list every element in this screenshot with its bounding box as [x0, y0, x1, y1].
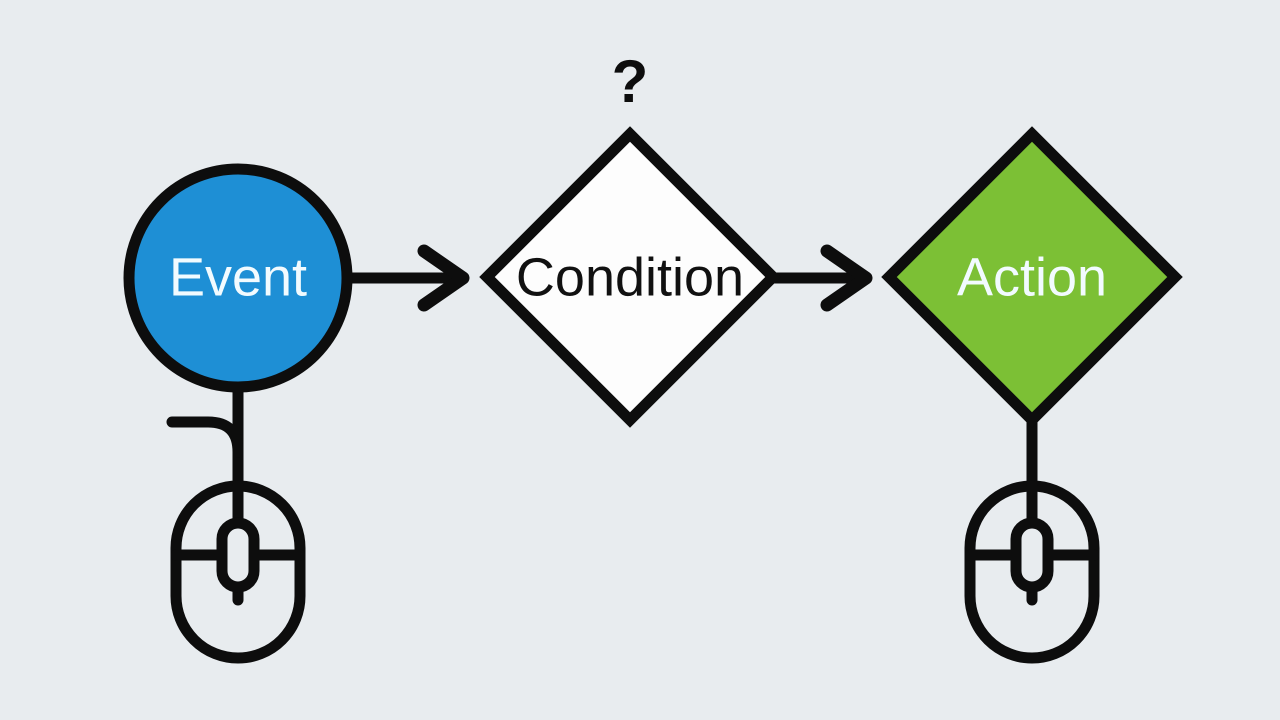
- arrow-head-chevron: [820, 244, 873, 312]
- node-condition[interactable]: Condition: [479, 126, 781, 428]
- condition-diamond-shape[interactable]: [479, 126, 781, 428]
- condition-label: Condition: [516, 247, 744, 307]
- arrow-event-to-condition: [344, 244, 470, 312]
- mouse-icon-left[interactable]: [170, 480, 306, 664]
- question-mark-icon: ?: [612, 48, 649, 115]
- mouse-icon-right[interactable]: [964, 480, 1100, 664]
- connector-event-to-mouse: [166, 379, 244, 492]
- action-diamond-shape[interactable]: [881, 126, 1183, 428]
- action-label: Action: [957, 247, 1107, 307]
- mouse-scroll-wheel[interactable]: [216, 517, 260, 593]
- event-label: Event: [169, 247, 307, 307]
- arrow-head-chevron: [417, 244, 470, 312]
- node-action[interactable]: Action: [881, 126, 1183, 428]
- mouse-scroll-wheel[interactable]: [1010, 517, 1054, 593]
- node-event[interactable]: Event: [123, 163, 353, 393]
- event-branch-elbow: [166, 416, 244, 458]
- event-circle-shape[interactable]: [123, 163, 353, 393]
